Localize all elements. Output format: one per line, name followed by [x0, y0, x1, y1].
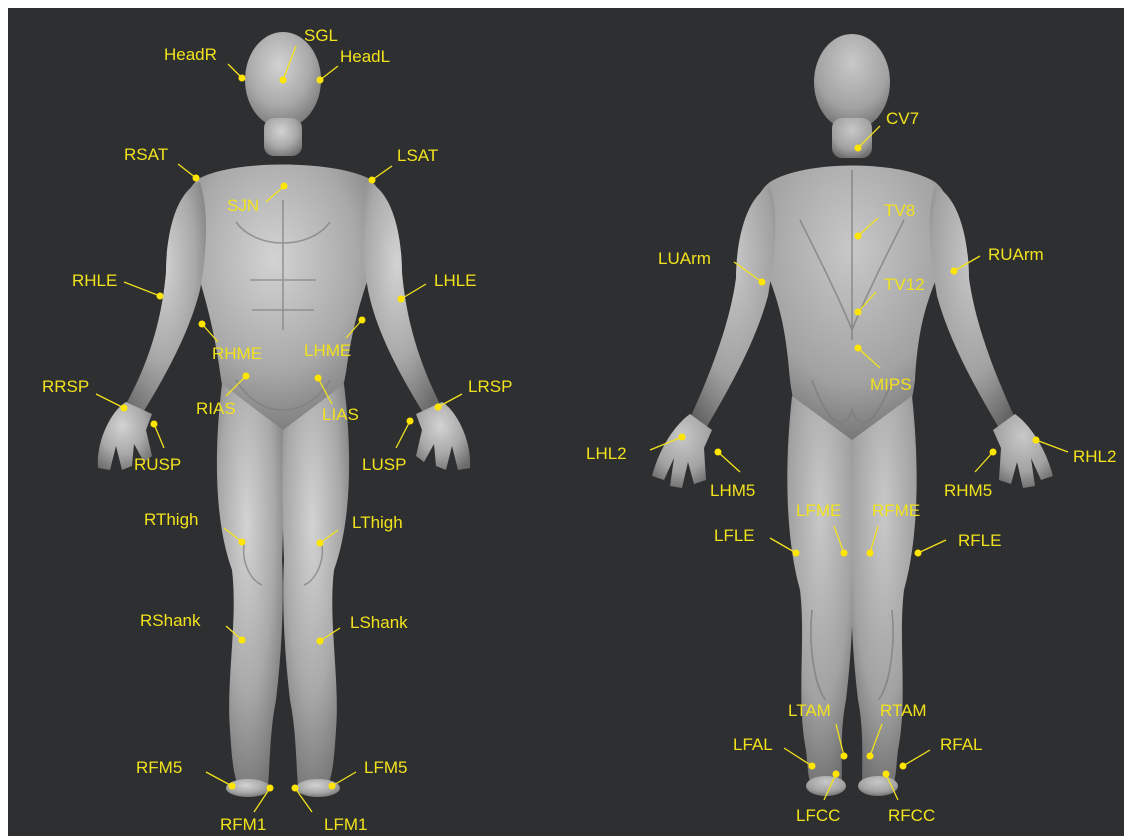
HeadL-marker [317, 77, 324, 84]
LThigh-label: LThigh [352, 513, 403, 532]
CV7-label: CV7 [886, 109, 919, 128]
LUSP-marker [407, 418, 414, 425]
RIAS-marker [243, 373, 250, 380]
RFCC-marker [883, 771, 890, 778]
LIAS-marker [315, 375, 322, 382]
RFCC-label: RFCC [888, 806, 935, 825]
RSAT-label: RSAT [124, 145, 168, 164]
RFME-label: RFME [872, 501, 920, 520]
RUSP-label: RUSP [134, 455, 181, 474]
RSAT-marker [193, 175, 200, 182]
LFCC-label: LFCC [796, 806, 840, 825]
HeadR-label: HeadR [164, 45, 217, 64]
RRSP-marker [121, 405, 128, 412]
MIPS-marker [855, 345, 862, 352]
TV12-marker [855, 309, 862, 316]
RRSP-label: RRSP [42, 377, 89, 396]
LIAS-label: LIAS [322, 405, 359, 424]
RHL2-marker [1033, 437, 1040, 444]
RTAM-label: RTAM [880, 701, 927, 720]
RHM5-marker [990, 449, 997, 456]
RFM1-label: RFM1 [220, 815, 266, 834]
LSAT-label: LSAT [397, 146, 438, 165]
RFLE-marker [915, 550, 922, 557]
SJN-label: SJN [227, 196, 259, 215]
LHL2-label: LHL2 [586, 444, 627, 463]
LTAM-label: LTAM [788, 701, 831, 720]
RFLE-label: RFLE [958, 531, 1001, 550]
LHL2-marker [679, 434, 686, 441]
LFME-label: LFME [796, 501, 841, 520]
LSAT-marker [369, 177, 376, 184]
SGL-label: SGL [304, 26, 338, 45]
RHME-label: RHME [212, 344, 262, 363]
TV8-label: TV8 [884, 201, 915, 220]
SJN-marker [281, 183, 288, 190]
RHL2-label: RHL2 [1073, 447, 1116, 466]
LFM1-label: LFM1 [324, 815, 367, 834]
RFAL-label: RFAL [940, 735, 983, 754]
LHM5-marker [715, 449, 722, 456]
LFM1-marker [292, 785, 299, 792]
LHME-marker [359, 317, 366, 324]
LShank-label: LShank [350, 613, 408, 632]
RUArm-label: RUArm [988, 245, 1044, 264]
LFME-marker [841, 550, 848, 557]
CV7-marker [855, 145, 862, 152]
LHLE-marker [398, 296, 405, 303]
RFAL-marker [900, 763, 907, 770]
LFM5-marker [329, 783, 336, 790]
LFAL-marker [809, 763, 816, 770]
TV8-marker [855, 233, 862, 240]
dark-background [8, 8, 1124, 836]
LTAM-marker [841, 753, 848, 760]
RThigh-label: RThigh [144, 510, 199, 529]
MIPS-label: MIPS [870, 375, 912, 394]
RUArm-marker [951, 268, 958, 275]
TV12-label: TV12 [884, 275, 925, 294]
LShank-marker [317, 638, 324, 645]
LUArm-marker [759, 279, 766, 286]
LFCC-marker [833, 771, 840, 778]
LFAL-label: LFAL [733, 735, 773, 754]
LFM5-label: LFM5 [364, 758, 407, 777]
RThigh-marker [239, 539, 246, 546]
RFM1-marker [267, 785, 274, 792]
SGL-marker [280, 77, 287, 84]
LThigh-marker [317, 540, 324, 547]
LUArm-label: LUArm [658, 249, 711, 268]
RUSP-marker [151, 421, 158, 428]
LFLE-marker [793, 550, 800, 557]
LFLE-label: LFLE [714, 526, 755, 545]
LRSP-marker [435, 404, 442, 411]
RShank-marker [239, 637, 246, 644]
LUSP-label: LUSP [362, 455, 406, 474]
HeadR-marker [239, 75, 246, 82]
RHM5-label: RHM5 [944, 481, 992, 500]
LRSP-label: LRSP [468, 377, 512, 396]
RTAM-marker [867, 753, 874, 760]
RHLE-label: RHLE [72, 271, 117, 290]
LHLE-label: LHLE [434, 271, 477, 290]
RHME-marker [199, 321, 206, 328]
HeadL-label: HeadL [340, 47, 390, 66]
RFM5-label: RFM5 [136, 758, 182, 777]
RIAS-label: RIAS [196, 399, 236, 418]
RShank-label: RShank [140, 611, 201, 630]
RFME-marker [867, 550, 874, 557]
LHM5-label: LHM5 [710, 481, 755, 500]
LHME-label: LHME [304, 341, 351, 360]
RHLE-marker [157, 293, 164, 300]
RFM5-marker [229, 783, 236, 790]
